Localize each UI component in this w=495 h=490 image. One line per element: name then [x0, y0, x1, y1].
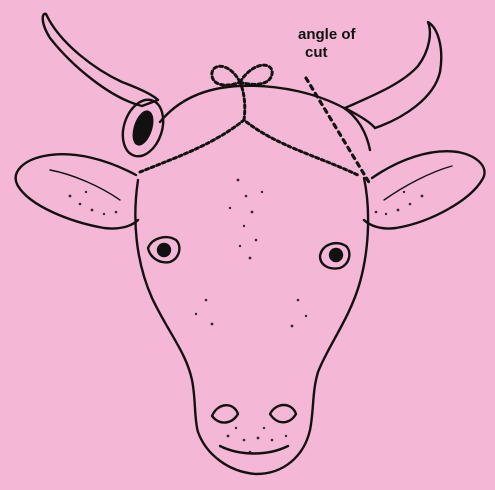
angle-of-cut-line — [306, 78, 370, 184]
angle-of-cut-label-line2: cut — [305, 45, 328, 61]
rope-halter — [140, 120, 360, 176]
head-outline — [135, 178, 368, 474]
left-ear — [16, 154, 138, 228]
right-ear — [364, 151, 485, 228]
angle-of-cut-label-line1: angle of — [298, 27, 356, 43]
left-horn — [43, 14, 158, 106]
right-nostril — [270, 405, 296, 422]
right-horn — [345, 22, 441, 128]
stipple-shading — [69, 179, 424, 454]
mouth-line — [220, 446, 288, 454]
horn-stump-inner — [130, 109, 156, 146]
poll-outline — [160, 86, 370, 150]
left-nostril — [212, 405, 238, 422]
